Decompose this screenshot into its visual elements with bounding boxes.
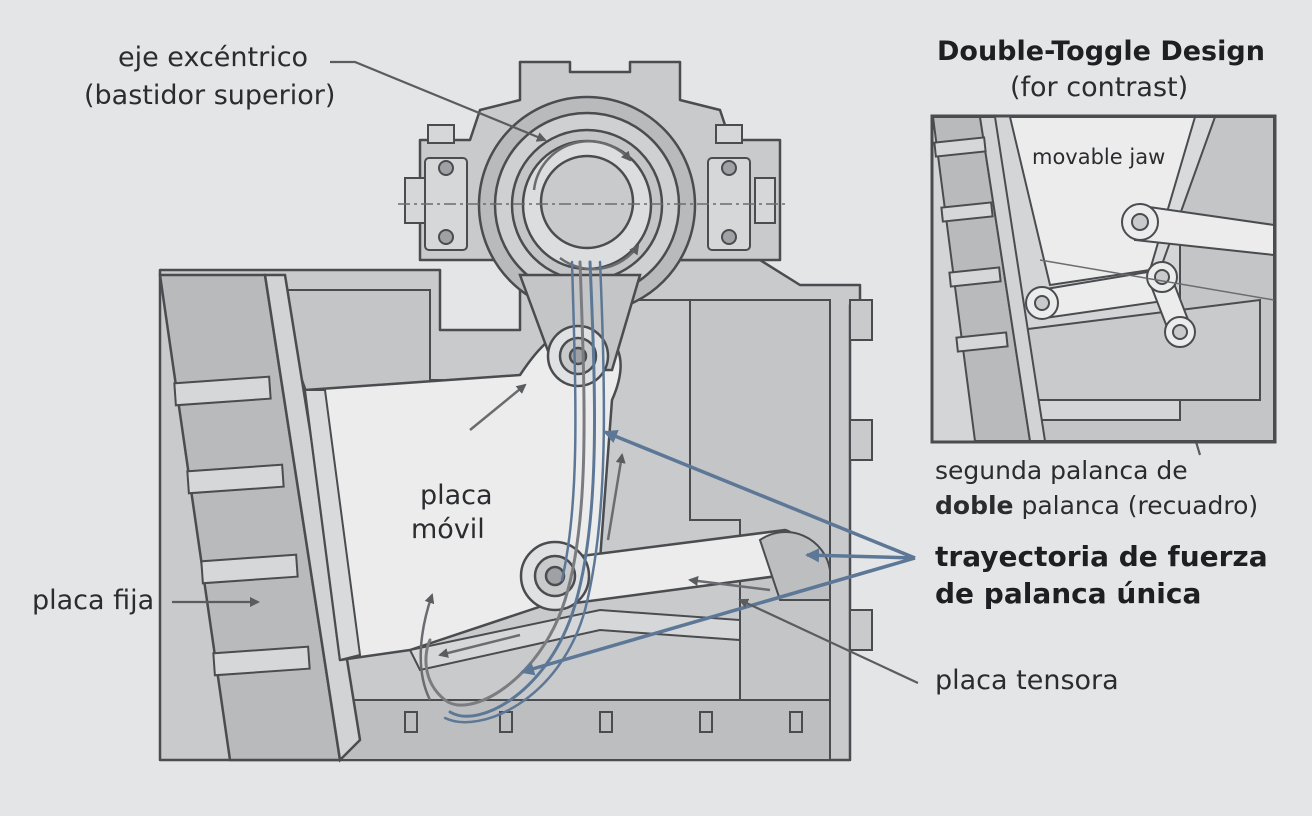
force-path-pointers <box>520 430 916 676</box>
upper-pivot <box>546 324 610 388</box>
label-force-path-2: de palanca única <box>935 577 1202 610</box>
lower-pivot <box>519 540 591 612</box>
inset-caption-line2: doble palanca (recuadro) <box>935 491 1258 521</box>
inset-caption-rest: palanca (recuadro) <box>1013 491 1259 520</box>
label-fixed-plate: placa fija <box>32 585 155 616</box>
force-path-curves <box>424 260 606 724</box>
label-tension-plate: placa tensora <box>935 665 1119 696</box>
label-movable-plate-1: placa <box>420 480 493 511</box>
label-upper-frame: (bastidor superior) <box>84 80 336 111</box>
inset-subtitle: (for contrast) <box>1010 72 1189 103</box>
movable-jaw-liner <box>303 389 362 662</box>
inset-title: Double-Toggle Design <box>937 36 1265 67</box>
label-eccentric-shaft: eje excéntrico <box>118 42 309 73</box>
tension-rod <box>408 608 741 672</box>
eccentric-bearing <box>477 95 697 315</box>
label-force-path-1: trayectoria de fuerza <box>935 540 1268 573</box>
housing-bolts <box>404 124 776 224</box>
double-toggle-inset <box>930 114 1277 444</box>
frame-base <box>329 699 831 761</box>
inset-caption-bold: doble <box>935 491 1014 520</box>
frame-notches <box>849 299 873 651</box>
fixed-jaw-ribs <box>173 375 311 677</box>
inset-movable-jaw: movable jaw <box>1032 145 1166 169</box>
label-movable-plate-2: móvil <box>411 514 485 545</box>
inset-caption-line1: segunda palanca de <box>935 456 1188 485</box>
motion-arrows <box>419 383 771 701</box>
